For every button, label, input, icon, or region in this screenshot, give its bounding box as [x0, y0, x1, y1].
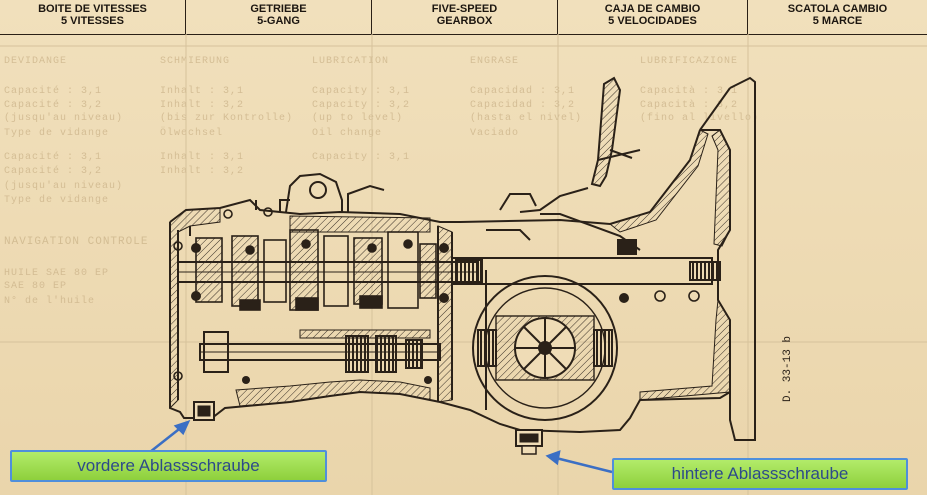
ghost-text: Inhalt : 3,2 [160, 166, 245, 177]
header-table: BOITE DE VITESSES 5 VITESSES GETRIEBE 5-… [0, 0, 927, 35]
ghost-text: LUBRICATION [312, 56, 390, 67]
ghost-text: Ölwechsel [160, 128, 224, 139]
ghost-text: LUBRIFICAZIONE [640, 56, 739, 67]
front-drain-plug [193, 401, 215, 421]
housing-bolts [173, 207, 700, 381]
header-spanish-line2: 5 VELOCIDADES [608, 15, 697, 27]
ghost-text: Inhalt : 3,1 [160, 152, 245, 163]
ghost-text: Vaciado [470, 128, 520, 139]
header-italian-line1: SCATOLA CAMBIO [787, 3, 888, 15]
header-cell-french: BOITE DE VITESSES 5 VITESSES [0, 0, 186, 34]
ghost-text: Capacidad : 3,1 [470, 86, 576, 97]
ghost-text: Inhalt : 3,1 [160, 86, 245, 97]
shift-tower [255, 172, 385, 213]
counter-shaft [199, 331, 441, 373]
rear-drain-plug [515, 429, 543, 455]
gear-stack [195, 229, 437, 311]
ghost-text: Capacity : 3,2 [312, 100, 411, 111]
case-hatching [169, 129, 731, 410]
ghost-text: HUILE SAE 80 EP [4, 268, 110, 279]
header-cell-italian: SCATOLA CAMBIO 5 MARCE [748, 0, 927, 34]
ghost-text: Capacité : 3,2 [4, 100, 103, 111]
header-french-line1: BOITE DE VITESSES [38, 3, 147, 15]
drawing-reference: D. 33-13 b [782, 335, 794, 402]
ghost-text: DEVIDANGE [4, 56, 68, 67]
main-shaft [177, 257, 721, 285]
rear-drain-plug-label-text: hintere Ablassschraube [671, 464, 849, 483]
ghost-text: Inhalt : 3,2 [160, 100, 245, 111]
ghost-text: Capacità : 3,2 [640, 100, 739, 111]
header-cell-english: FIVE-SPEED GEARBOX [372, 0, 558, 34]
ghost-text: (bis zur Kontrolle) [160, 113, 294, 124]
ghost-text: Capacity : 3,1 [312, 86, 411, 97]
ghost-text: SAE 80 EP [4, 281, 68, 292]
ghost-text: Type de vidange [4, 128, 110, 139]
header-english-line1: FIVE-SPEED [431, 3, 498, 15]
ghost-text: SCHMIERUNG [160, 56, 231, 67]
ghost-text: Type de vidange [4, 195, 110, 206]
header-german-line2: 5-GANG [257, 15, 300, 27]
callout-arrow-front [149, 419, 191, 453]
front-drain-plug-label-text: vordere Ablassschraube [77, 456, 260, 475]
ghost-text: Capacité : 3,1 [4, 86, 103, 97]
ghost-text: (up to level) [312, 113, 404, 124]
ghost-text: (hasta el nivel) [470, 113, 583, 124]
header-cell-spanish: CAJA DE CAMBIO 5 VELOCIDADES [558, 0, 748, 34]
header-cell-german: GETRIEBE 5-GANG [186, 0, 372, 34]
header-spanish-line1: CAJA DE CAMBIO [604, 3, 701, 15]
ghost-text: ENGRASE [470, 56, 520, 67]
header-french-line2: 5 VITESSES [61, 15, 124, 27]
shift-linkage [486, 76, 641, 255]
ghost-text: (jusqu'au niveau) [4, 113, 124, 124]
header-german-line1: GETRIEBE [250, 3, 307, 15]
differential [472, 275, 618, 421]
ghost-text: Capacidad : 3,2 [470, 100, 576, 111]
ghost-text: Oil change [312, 128, 383, 139]
ghost-text: N° de l'huile [4, 296, 96, 307]
header-italian-line2: 5 MARCE [812, 15, 863, 27]
ghost-text: Capacity : 3,1 [312, 152, 411, 163]
ghost-text: (jusqu'au niveau) [4, 181, 124, 192]
ghost-text: Capacité : 3,2 [4, 166, 103, 177]
callout-arrow-rear [545, 450, 613, 474]
ghost-text: Capacité : 3,1 [4, 152, 103, 163]
header-english-line2: GEARBOX [436, 15, 493, 27]
rear-drain-plug-label: hintere Ablassschraube [612, 458, 908, 490]
ghost-text: (fino al livello) [640, 113, 760, 124]
ghost-text: NAVIGATION CONTROLE [4, 236, 149, 248]
front-drain-plug-label: vordere Ablassschraube [10, 450, 327, 482]
ghost-text: Capacità : 3,1 [640, 86, 739, 97]
